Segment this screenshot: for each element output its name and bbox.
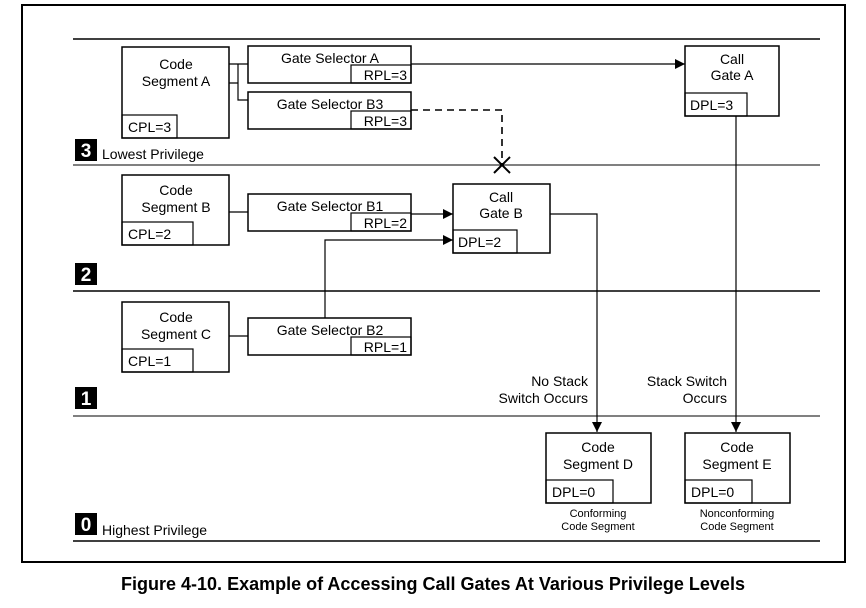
call-gate-b-line2: Gate B	[479, 205, 523, 221]
call-gate-a-line1: Call	[720, 51, 744, 67]
gate-selector-b2-label: Gate Selector B2	[277, 322, 384, 338]
gate-selector-a-label: Gate Selector A	[281, 50, 380, 66]
level-3-number: 3	[81, 141, 92, 162]
code-segment-c: Code Segment C CPL=1	[121, 301, 230, 373]
gate-selector-b1-rpl: RPL=2	[364, 215, 407, 231]
figure-frame	[21, 4, 846, 563]
code-segment-a-line2: Segment A	[142, 73, 211, 89]
code-segment-e: Code Segment E DPL=0 Nonconforming Code …	[684, 432, 791, 533]
level-3-marker: 3 Lowest Privilege	[75, 139, 204, 162]
gate-selector-b3: Gate Selector B3 RPL=3	[247, 91, 412, 130]
call-gate-b-dpl: DPL=2	[458, 234, 501, 250]
code-segment-a: Code Segment A CPL=3	[121, 46, 230, 139]
level-2-marker: 2	[75, 263, 97, 286]
figure-caption: Figure 4-10. Example of Accessing Call G…	[121, 574, 745, 594]
code-segment-e-note1: Nonconforming	[700, 508, 775, 520]
code-segment-b-line1: Code	[159, 182, 193, 198]
code-segment-d-line1: Code	[581, 439, 615, 455]
call-gate-a: Call Gate A DPL=3	[684, 45, 780, 117]
code-segment-e-line2: Segment E	[702, 456, 771, 472]
gate-selector-b3-label: Gate Selector B3	[277, 96, 384, 112]
call-gate-diagram: 3 Lowest Privilege 2 1 0 Highest Privile…	[21, 4, 846, 563]
code-segment-a-line1: Code	[159, 56, 193, 72]
level-2-number: 2	[81, 265, 92, 286]
gate-selector-b3-rpl: RPL=3	[364, 113, 407, 129]
call-gate-a-dpl: DPL=3	[690, 97, 733, 113]
code-segment-e-dpl: DPL=0	[691, 484, 734, 500]
dashed-path-b3	[411, 109, 503, 165]
code-segment-c-cpl: CPL=1	[128, 353, 171, 369]
gate-selector-a-rpl: RPL=3	[364, 67, 407, 83]
code-segment-e-line1: Code	[720, 439, 754, 455]
gate-selector-b2-rpl: RPL=1	[364, 339, 407, 355]
code-segment-b-line2: Segment B	[141, 199, 210, 215]
level-0-number: 0	[81, 515, 92, 536]
code-segment-d-dpl: DPL=0	[552, 484, 595, 500]
gate-selector-b1-label: Gate Selector B1	[277, 198, 384, 214]
annotation-stack-switch-line1: Stack Switch	[647, 373, 727, 389]
arrow-b2-to-gate-b	[324, 235, 453, 318]
code-segment-b-cpl: CPL=2	[128, 226, 171, 242]
code-segment-c-line2: Segment C	[141, 326, 211, 342]
gate-selector-b2: Gate Selector B2 RPL=1	[247, 317, 412, 356]
annotation-no-stack-line1: No Stack	[531, 373, 589, 389]
gate-selector-b1: Gate Selector B1 RPL=2	[247, 193, 412, 232]
call-gate-a-line2: Gate A	[711, 67, 754, 83]
code-segment-a-cpl: CPL=3	[128, 119, 171, 135]
call-gate-b: Call Gate B DPL=2	[452, 183, 551, 254]
level-3-label: Lowest Privilege	[102, 146, 204, 162]
arrow-gate-b-to-segment-d	[550, 213, 602, 432]
code-segment-d-line2: Segment D	[563, 456, 633, 472]
call-gate-b-line1: Call	[489, 189, 513, 205]
level-1-number: 1	[81, 389, 92, 410]
annotation-stack-switch-line2: Occurs	[683, 390, 727, 406]
code-segment-d: Code Segment D DPL=0 Conforming Code Seg…	[545, 432, 652, 533]
level-0-label: Highest Privilege	[102, 522, 207, 538]
gate-selector-a: Gate Selector A RPL=3	[247, 45, 412, 84]
level-1-marker: 1	[75, 387, 97, 410]
code-segment-b: Code Segment B CPL=2	[121, 174, 230, 246]
code-segment-c-line1: Code	[159, 309, 193, 325]
annotation-no-stack-line2: Switch Occurs	[499, 390, 588, 406]
code-segment-d-note2: Code Segment	[561, 521, 634, 533]
blocked-x-icon	[493, 156, 511, 174]
code-segment-e-note2: Code Segment	[700, 521, 773, 533]
code-segment-d-note1: Conforming	[570, 508, 627, 520]
level-0-marker: 0 Highest Privilege	[75, 513, 207, 538]
